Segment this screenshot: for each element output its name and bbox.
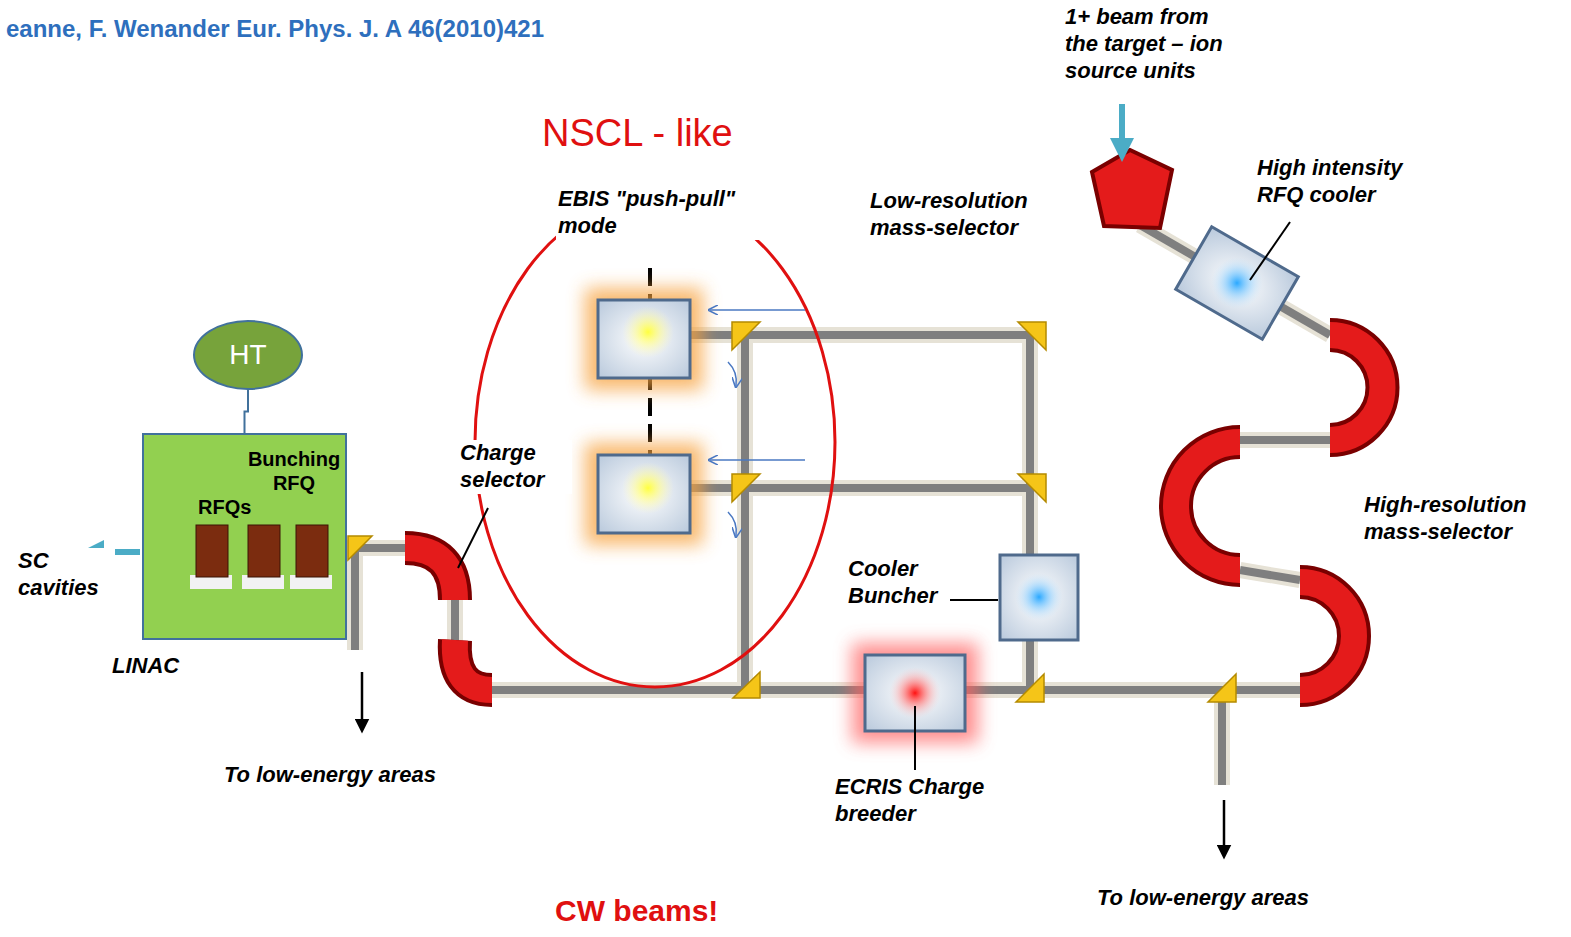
rfq-block xyxy=(296,525,328,577)
power-supply-oval: HT xyxy=(193,320,303,390)
node-heading: LINAC xyxy=(112,653,179,680)
leader-line xyxy=(458,222,1290,770)
exit-label: To low-energy areas xyxy=(222,762,438,789)
component-label: EBIS "push-pull" mode xyxy=(556,186,775,240)
rfq-block xyxy=(248,525,280,577)
rfq-block xyxy=(196,525,228,577)
cooler-buncher-box xyxy=(1000,555,1078,640)
citation: eanne, F. Wenander Eur. Phys. J. A 46(20… xyxy=(4,14,546,43)
component-label: Charge selector xyxy=(458,440,572,494)
note: CW beams! xyxy=(553,893,720,930)
component-label: Bunching RFQ xyxy=(242,447,346,496)
component-label: High intensity RFQ cooler xyxy=(1255,155,1424,209)
output-label: SC cavities xyxy=(16,548,115,602)
beam-line xyxy=(355,225,1330,785)
component-label: ECRIS Charge breeder xyxy=(833,774,1012,828)
linac-box: Bunching RFQRFQsLINAC xyxy=(142,433,347,640)
dipole-magnet xyxy=(1092,150,1172,228)
exit-arrow xyxy=(361,672,364,726)
region-label: NSCL - like xyxy=(540,110,735,156)
component-label: High-resolution mass-selector xyxy=(1362,492,1571,546)
rfq-cooler-box xyxy=(1176,227,1299,339)
injection-arrow xyxy=(710,310,805,536)
component-label: Low-resolution mass-selector xyxy=(868,188,1072,242)
exit-label: To low-energy areas xyxy=(1095,885,1311,912)
exit-arrow xyxy=(1223,800,1226,852)
dipole-magnet xyxy=(405,335,1383,690)
ebis-box xyxy=(585,288,703,545)
deflector xyxy=(348,322,1236,702)
component-label: Cooler Buncher xyxy=(846,556,950,610)
node-label: HT xyxy=(195,322,301,388)
connector-line xyxy=(245,390,249,433)
component-label: RFQs xyxy=(198,495,251,519)
source-note: 1+ beam from the target – ion source uni… xyxy=(1063,4,1247,84)
beam-arrow xyxy=(1119,104,1125,150)
